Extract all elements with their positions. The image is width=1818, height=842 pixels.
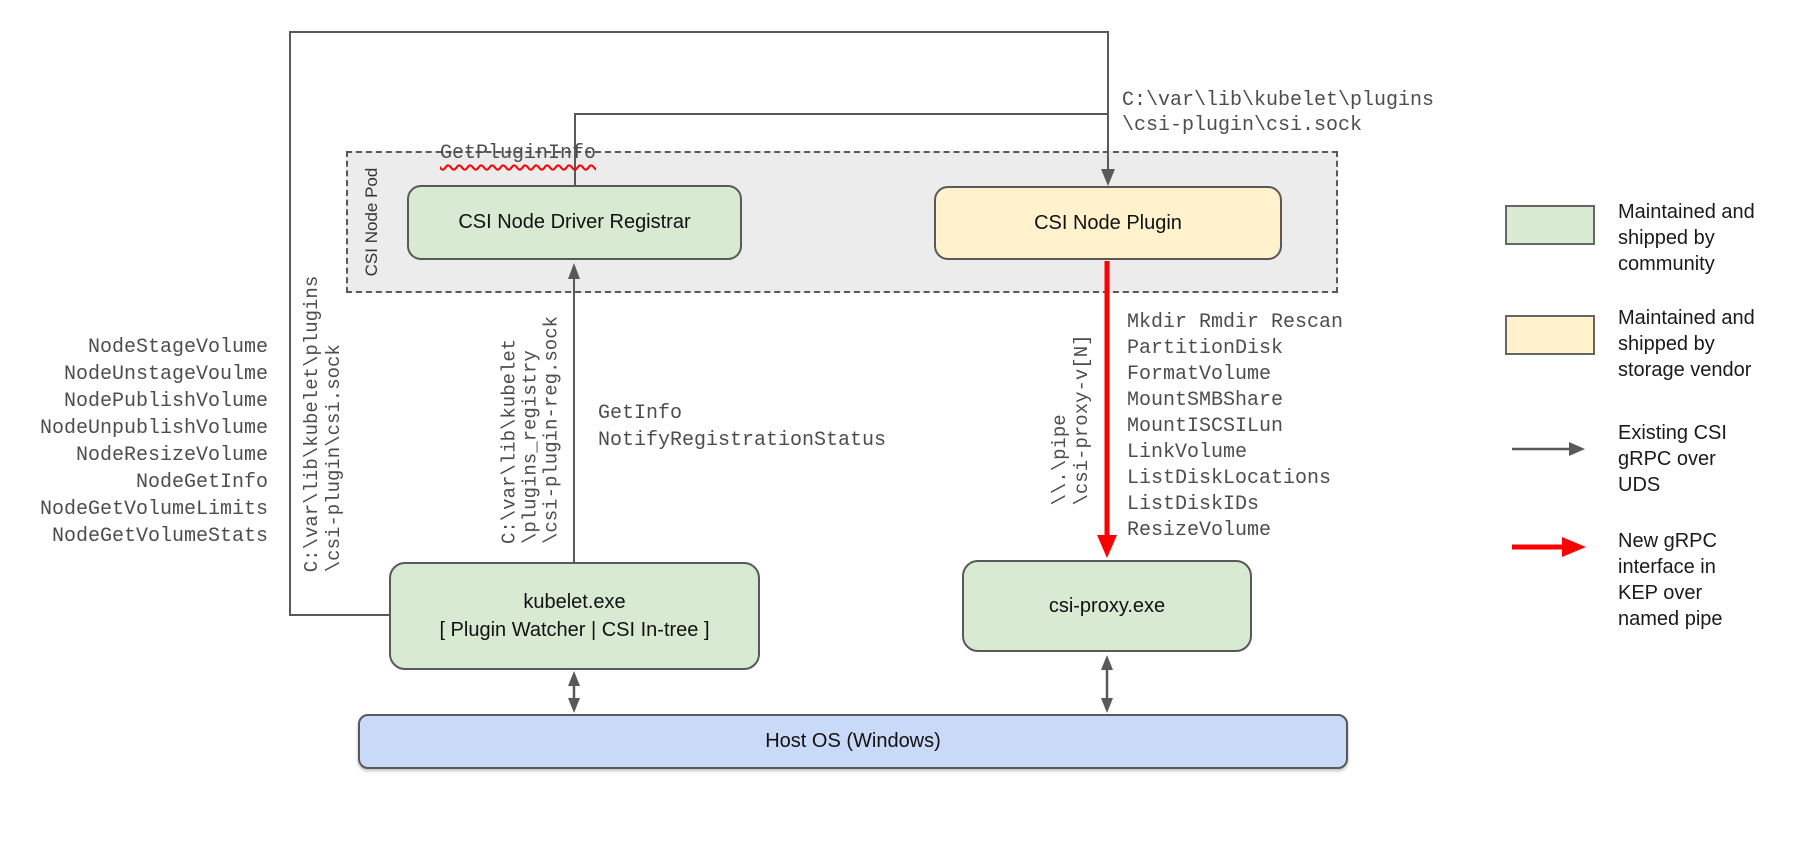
node-methods-list: NodeStageVolume NodeUnstageVoulme NodePu… — [28, 334, 268, 550]
legend-uds-arrow-icon — [1512, 442, 1585, 456]
proxy-method: FormatVolume — [1127, 363, 1272, 386]
plugins-sock-path-top: C:\var\lib\kubelet\plugins \csi-plugin\c… — [1122, 89, 1435, 137]
node-method: NodeGetInfo — [135, 471, 268, 494]
legend-namedpipe-arrow-icon — [1512, 537, 1586, 557]
proxy-methods-list: Mkdir Rmdir Rescan PartitionDisk FormatV… — [1127, 310, 1343, 544]
csi-node-pod-label: CSI Node Pod — [362, 167, 381, 277]
kubelet-box: kubelet.exe [ Plugin Watcher | CSI In-tr… — [389, 562, 760, 670]
legend-namedpipe-label: New gRPC interface in KEP over named pip… — [1618, 530, 1723, 630]
kubelet-subtitle: [ Plugin Watcher | CSI In-tree ] — [439, 619, 710, 641]
legend-vendor-swatch — [1505, 315, 1595, 355]
get-plugin-info-label: GetPluginInfo — [440, 142, 597, 165]
csi-proxy-box: csi-proxy.exe — [962, 560, 1252, 652]
registry-sock-path: C:\var\lib\kubelet \plugins_registry \cs… — [498, 315, 563, 545]
kubelet-title: kubelet.exe — [523, 591, 626, 613]
proxy-method: PartitionDisk — [1127, 337, 1284, 360]
proxy-method: LinkVolume — [1127, 441, 1248, 464]
proxy-method: ListDiskIDs — [1127, 493, 1260, 516]
csi-node-driver-registrar-box: CSI Node Driver Registrar — [407, 185, 742, 260]
csi-node-plugin-box: CSI Node Plugin — [934, 186, 1282, 260]
kubelet-to-registrar-arrow-icon — [568, 263, 580, 562]
csiproxy-hostos-double-arrow-icon — [1101, 655, 1113, 713]
proxy-method: Mkdir Rmdir Rescan — [1127, 311, 1344, 334]
proxy-method: MountISCSILun — [1127, 415, 1284, 438]
proxy-method: ListDiskLocations — [1127, 467, 1332, 490]
proxy-method: ResizeVolume — [1127, 519, 1272, 542]
node-method: NodeStageVolume — [87, 336, 268, 359]
plugins-sock-path-left: C:\var\lib\kubelet\plugins \csi-plugin\c… — [301, 275, 345, 573]
node-method: NodeGetVolumeLimits — [39, 498, 268, 521]
node-method: NodeResizeVolume — [75, 444, 268, 467]
plugin-to-csiproxy-red-arrow-icon — [1097, 261, 1117, 558]
node-method: NodeGetVolumeStats — [51, 525, 268, 548]
legend-vendor-label: Maintained and shipped by storage vendor — [1618, 307, 1755, 381]
proxy-method: MountSMBShare — [1127, 389, 1284, 412]
legend-community-label: Maintained and shipped by community — [1618, 201, 1755, 275]
host-os-box: Host OS (Windows) — [358, 714, 1348, 769]
legend-community-swatch — [1505, 205, 1595, 245]
csi-proxy-label: csi-proxy.exe — [1048, 594, 1166, 617]
registrar-getplugininfo-line-icon — [574, 113, 1108, 185]
host-os-label: Host OS (Windows) — [765, 730, 941, 752]
node-method: NodePublishVolume — [63, 390, 268, 413]
named-pipe-path: \\.\pipe \csi-proxy-v[N] — [1049, 334, 1093, 506]
kubelet-to-plugin-arrow-icon — [289, 31, 1115, 616]
node-method: NodeUnstageVoulme — [63, 363, 268, 386]
node-method: NodeUnpublishVolume — [39, 417, 268, 440]
legend-uds-label: Existing CSI gRPC over UDS — [1618, 422, 1727, 496]
csi-node-driver-registrar-label: CSI Node Driver Registrar — [458, 211, 691, 233]
registration-calls-label: GetInfo NotifyRegistrationStatus — [598, 402, 887, 452]
csi-node-plugin-label: CSI Node Plugin — [1034, 211, 1182, 234]
kubelet-hostos-double-arrow-icon — [568, 671, 580, 713]
